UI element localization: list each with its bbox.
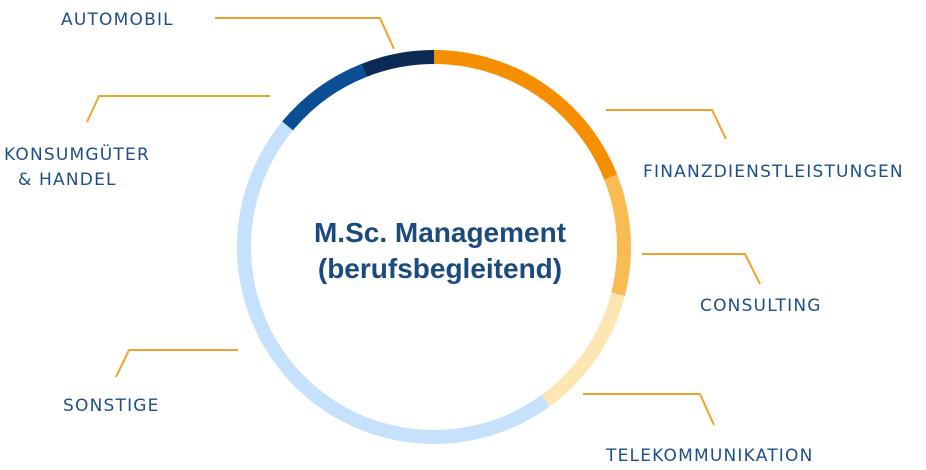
leader-line-automobil — [215, 17, 395, 50]
donut-ring — [237, 50, 631, 444]
center-title-line2: (berufsbegleitend) — [318, 253, 562, 284]
center-title-line1: M.Sc. Management — [314, 217, 566, 248]
donut-slice-consulting — [604, 174, 631, 296]
leader-line-konsumgueter — [86, 95, 270, 123]
donut-slice-telekommunikation — [541, 292, 625, 407]
label-automobil: AUTOMOBIL — [61, 10, 174, 30]
leader-line-telekom — [583, 393, 715, 426]
label-konsumgueter-line1: KONSUMGÜTER — [4, 143, 150, 165]
label-telekommunikation: TELEKOMMUNIKATION — [605, 446, 814, 466]
donut-slice-konsumg-ter-handel — [282, 63, 367, 131]
leader-line-consulting — [642, 253, 761, 285]
label-consulting: CONSULTING — [700, 296, 822, 316]
donut-slice-finanzdienstleistungen — [433, 50, 618, 180]
leader-line-sonstige — [115, 349, 238, 378]
donut-slice-sonstige — [237, 121, 550, 444]
donut-slice-automobil — [361, 50, 435, 77]
label-sonstige: SONSTIGE — [63, 396, 160, 416]
label-finanzdienstleistungen: FINANZDIENSTLEISTUNGEN — [643, 162, 904, 182]
leader-line-finanz — [606, 109, 727, 140]
label-konsumgueter-line2: & HANDEL — [18, 170, 117, 190]
